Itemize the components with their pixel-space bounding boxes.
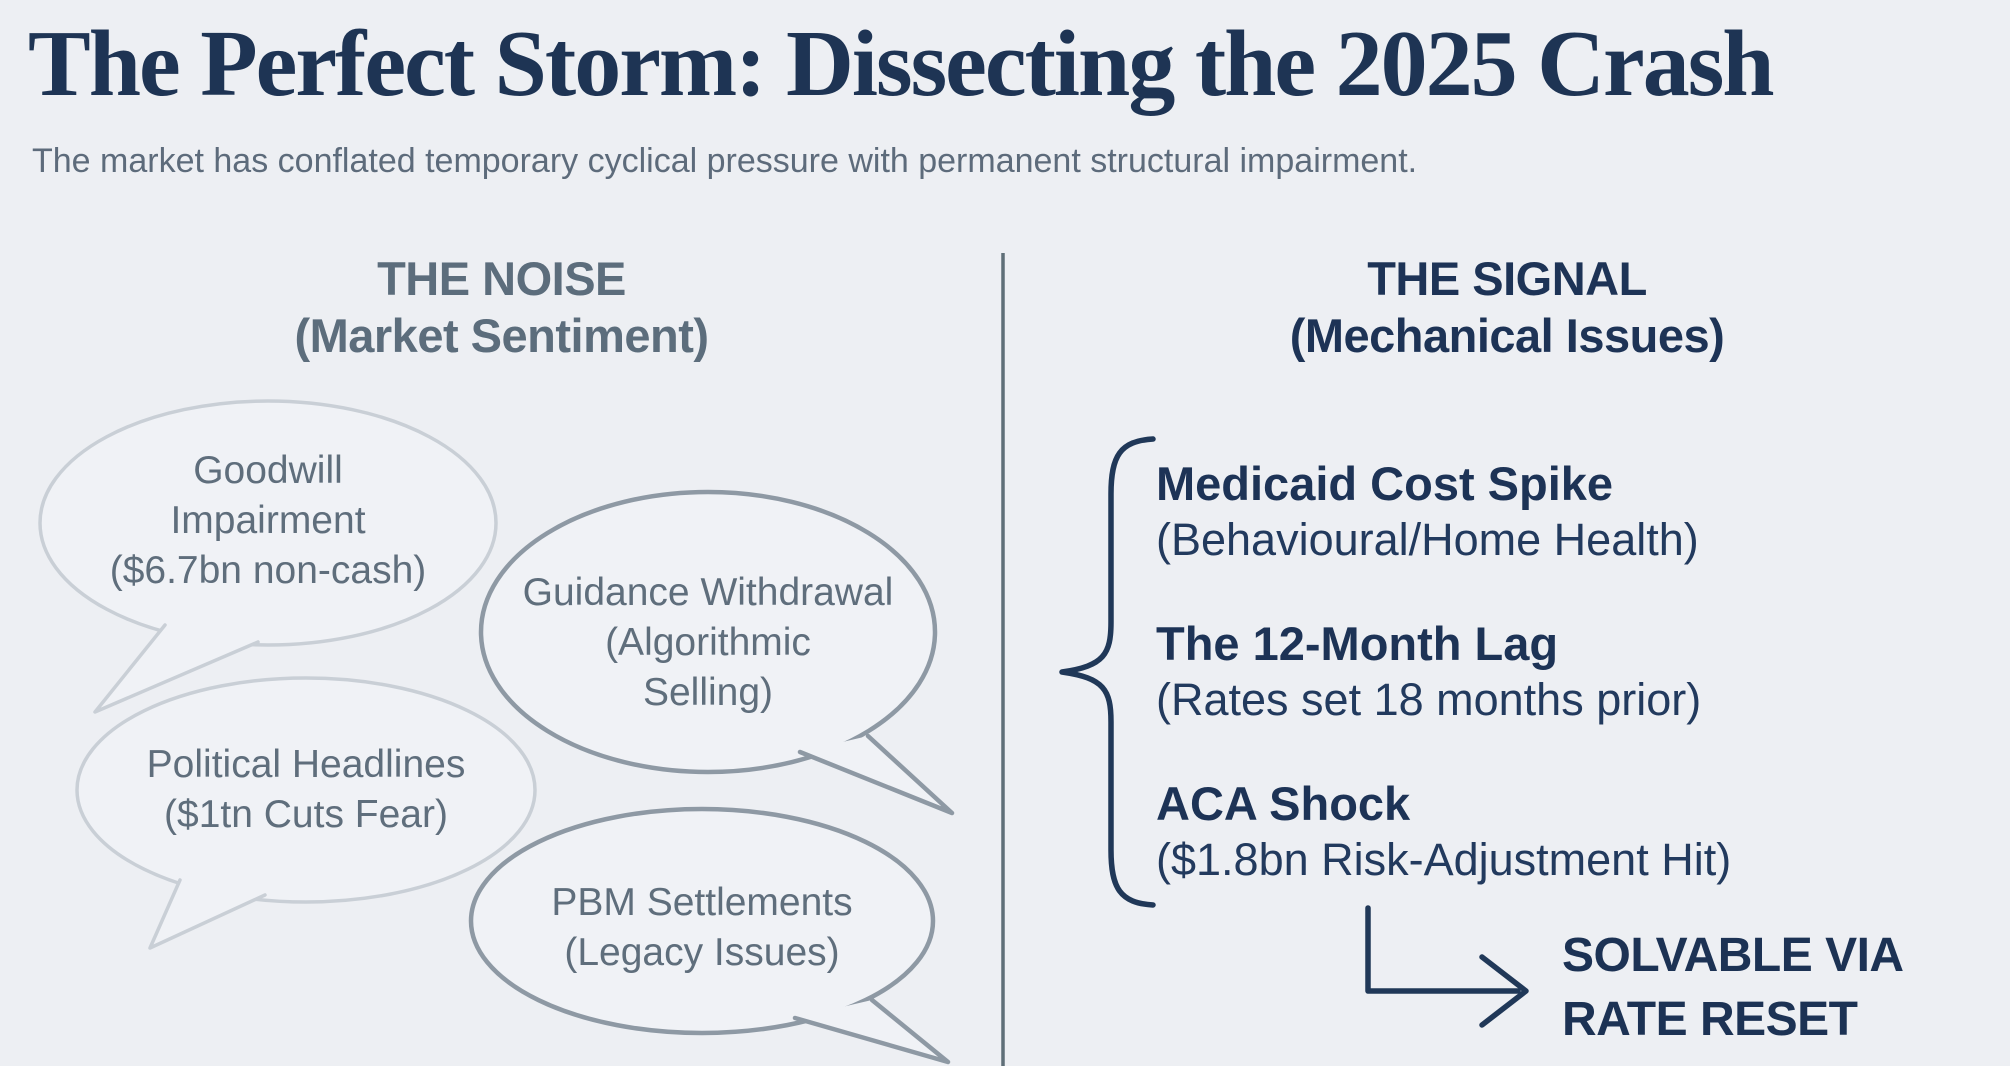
signal-column-header: THE SIGNAL (Mechanical Issues)	[1004, 250, 2010, 364]
noise-heading: THE NOISE	[377, 252, 626, 305]
speech-bubble-political-icon	[75, 676, 537, 950]
curly-brace-icon	[1059, 436, 1156, 908]
signal-item-title: Medicaid Cost Spike	[1156, 457, 1614, 510]
signal-item-title: The 12-Month Lag	[1156, 617, 1559, 670]
noise-subheading: (Market Sentiment)	[294, 309, 709, 362]
speech-bubble-pbm-icon	[468, 806, 951, 1065]
noise-column-header: THE NOISE (Market Sentiment)	[0, 250, 1003, 364]
signal-item-detail: (Rates set 18 months prior)	[1156, 674, 1702, 725]
arrowhead-icon	[1479, 954, 1529, 1028]
signal-item-aca: ACA Shock ($1.8bn Risk-Adjustment Hit)	[1156, 776, 1916, 888]
signal-item-detail: (Behavioural/Home Health)	[1156, 514, 1699, 565]
elbow-arrow-icon	[1365, 905, 1529, 1028]
bubble-label-political: Political Headlines ($1tn Cuts Fear)	[146, 743, 466, 836]
signal-item-detail: ($1.8bn Risk-Adjustment Hit)	[1156, 834, 1732, 885]
signal-item-lag: The 12-Month Lag (Rates set 18 months pr…	[1156, 616, 1916, 728]
signal-subheading: (Mechanical Issues)	[1289, 309, 1725, 362]
bubble-label-pbm: PBM Settlements (Legacy Issues)	[551, 881, 853, 974]
page-subtitle: The market has conflated temporary cycli…	[32, 142, 1418, 180]
speech-bubble-guidance-icon	[478, 489, 955, 816]
bubble-label-goodwill: Goodwill Impairment ($6.7bn non-cash)	[109, 449, 427, 592]
signal-item-title: ACA Shock	[1156, 777, 1411, 830]
bubble-label-guidance: Guidance Withdrawal (Algorithmic Selling…	[522, 571, 894, 714]
signal-item-medicaid: Medicaid Cost Spike (Behavioural/Home He…	[1156, 456, 1916, 568]
page-title: The Perfect Storm: Dissecting the 2025 C…	[28, 12, 1775, 116]
speech-bubble-goodwill-icon	[38, 399, 498, 714]
solvable-callout: SOLVABLE VIA RATE RESET	[1562, 929, 1904, 1046]
signal-heading: THE SIGNAL	[1367, 252, 1647, 305]
